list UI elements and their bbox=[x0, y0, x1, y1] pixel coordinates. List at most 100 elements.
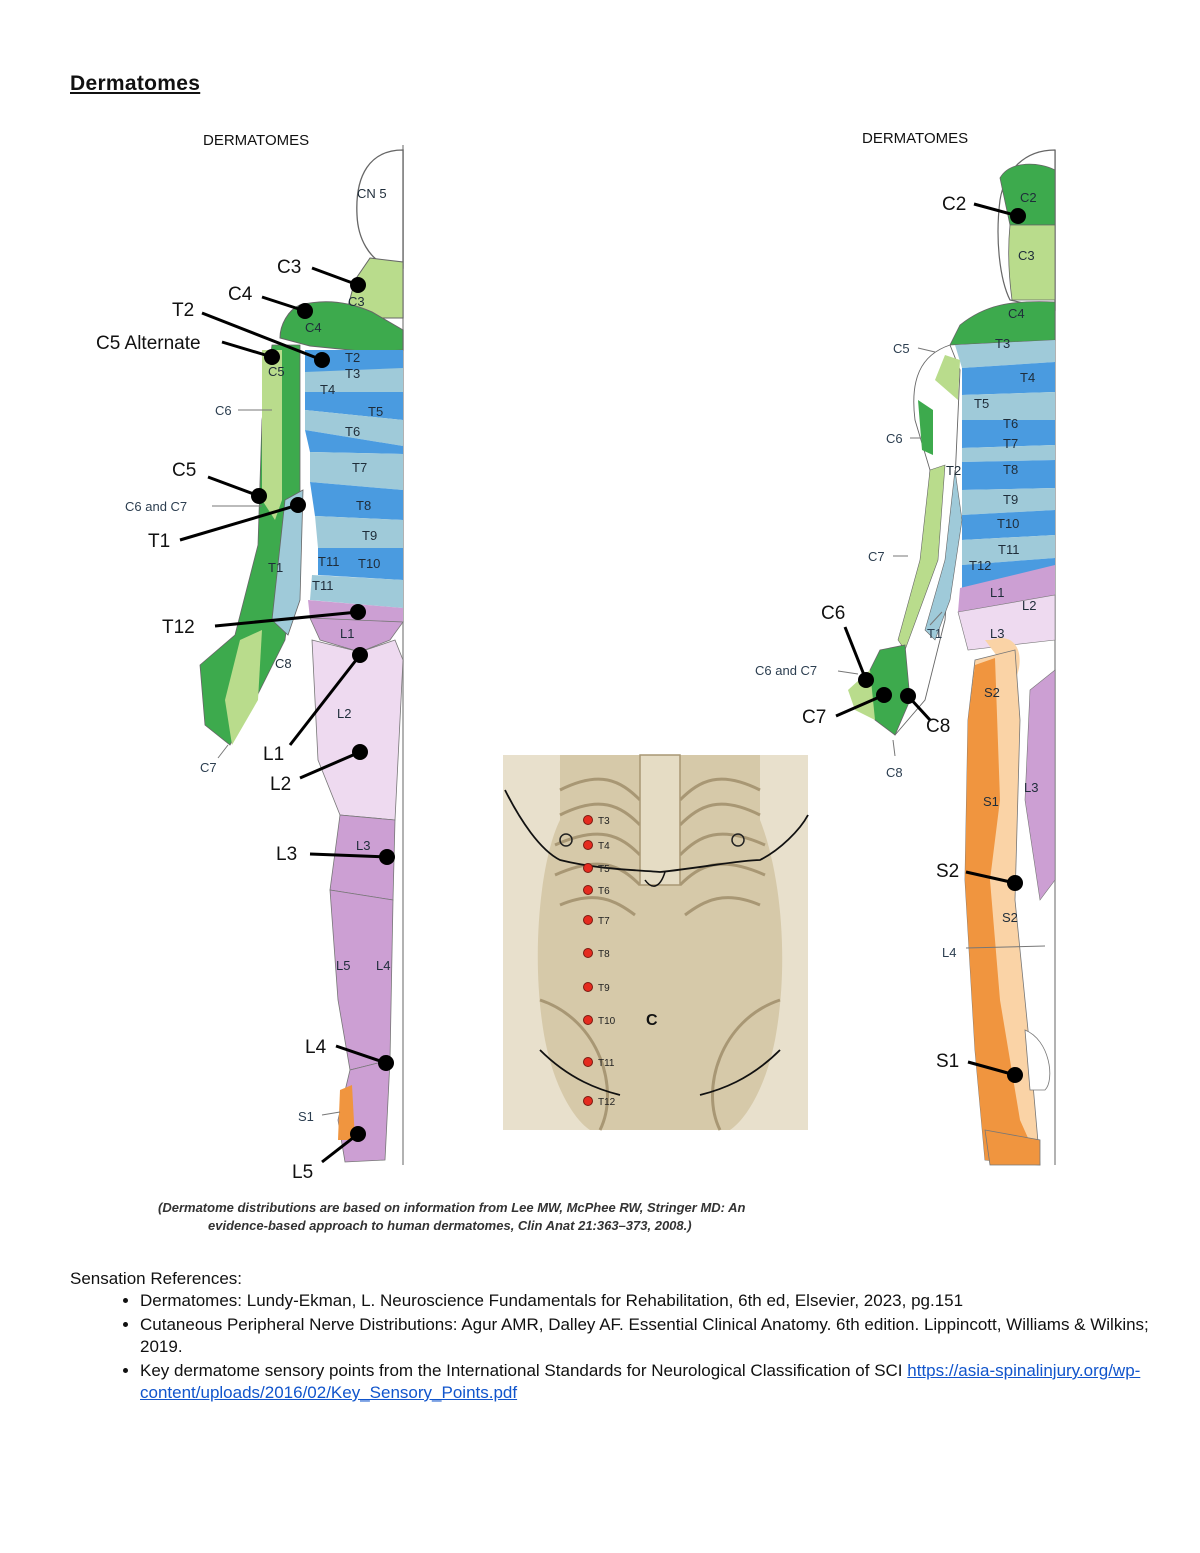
callout-c2: C2 bbox=[942, 194, 966, 215]
label-t1: T1 bbox=[268, 560, 283, 575]
key-point-dot bbox=[584, 841, 593, 850]
key-point-label: T6 bbox=[598, 886, 610, 897]
label-t3-right: T3 bbox=[995, 336, 1010, 351]
figure-trunk-key-points: C T3T4T5T6T7T8T9T10T11T12 bbox=[503, 755, 808, 1130]
label-t8: T8 bbox=[356, 498, 371, 513]
key-point-label: T9 bbox=[598, 983, 610, 994]
callout-c7: C7 bbox=[802, 707, 826, 728]
label-l1-right: L1 bbox=[990, 585, 1004, 600]
callout-l5: L5 bbox=[292, 1162, 313, 1183]
label-l4-right: L4 bbox=[942, 945, 956, 960]
label-c6-c7: C6 and C7 bbox=[125, 499, 187, 514]
reference-item: Key dermatome sensory points from the In… bbox=[140, 1360, 1150, 1404]
callout-c8: C8 bbox=[926, 716, 950, 737]
label-c6-c7-right: C6 and C7 bbox=[755, 663, 817, 678]
label-t11b: T11 bbox=[312, 578, 333, 593]
key-point-label: T5 bbox=[598, 864, 610, 875]
label-s2a-right: S2 bbox=[984, 685, 1000, 700]
label-c5: C5 bbox=[268, 364, 285, 379]
label-c2-right: C2 bbox=[1020, 190, 1037, 205]
key-point-dot bbox=[584, 1058, 593, 1067]
references-section: Sensation References: Dermatomes: Lundy-… bbox=[70, 1268, 1150, 1406]
label-t9: T9 bbox=[362, 528, 377, 543]
sternum bbox=[640, 755, 680, 885]
label-t12-right: T12 bbox=[969, 558, 991, 573]
label-t4: T4 bbox=[320, 382, 335, 397]
key-point-label: T12 bbox=[598, 1097, 616, 1108]
region-l2 bbox=[312, 640, 403, 820]
callout-l2: L2 bbox=[270, 774, 291, 795]
key-point-dot bbox=[584, 916, 593, 925]
label-t5-right: T5 bbox=[974, 396, 989, 411]
reference-text: Cutaneous Peripheral Nerve Distributions… bbox=[140, 1315, 1149, 1356]
reference-text: Key dermatome sensory points from the In… bbox=[140, 1361, 907, 1380]
callout-s2: S2 bbox=[936, 861, 959, 882]
key-point-dot bbox=[584, 864, 593, 873]
label-t9-right: T9 bbox=[1003, 492, 1018, 507]
label-t8-right: T8 bbox=[1003, 462, 1018, 477]
callout-c5-alternate: C5 Alternate bbox=[96, 333, 201, 354]
label-t6-right: T6 bbox=[1003, 416, 1018, 431]
label-s1-right: S1 bbox=[983, 794, 999, 809]
key-point-label: T4 bbox=[598, 841, 610, 852]
label-l2-right: L2 bbox=[1022, 598, 1036, 613]
label-t10-right: T10 bbox=[997, 516, 1019, 531]
key-point-dot bbox=[584, 983, 593, 992]
references-heading: Sensation References: bbox=[70, 1268, 1150, 1290]
label-t3: T3 bbox=[345, 366, 360, 381]
label-cn5: CN 5 bbox=[357, 186, 387, 201]
callout-t1: T1 bbox=[148, 531, 170, 552]
label-c8-right: C8 bbox=[886, 765, 903, 780]
key-point-label: T8 bbox=[598, 949, 610, 960]
figure-caption-line1: (Dermatome distributions are based on in… bbox=[158, 1200, 746, 1215]
label-c4-right: C4 bbox=[1008, 306, 1025, 321]
callout-c5: C5 bbox=[172, 460, 196, 481]
label-t6: T6 bbox=[345, 424, 360, 439]
label-l1: L1 bbox=[340, 626, 354, 641]
label-l5: L5 bbox=[336, 958, 350, 973]
label-t7: T7 bbox=[352, 460, 367, 475]
label-s2b-right: S2 bbox=[1002, 910, 1018, 925]
dermatome-figures: DERMATOMES CN 5 bbox=[0, 0, 1200, 1250]
label-l3b-right: L3 bbox=[1024, 780, 1038, 795]
label-t7-right: T7 bbox=[1003, 436, 1018, 451]
umbilicus-label: C bbox=[646, 1012, 658, 1029]
label-c4: C4 bbox=[305, 320, 322, 335]
callout-l1: L1 bbox=[263, 744, 284, 765]
label-c5-right: C5 bbox=[893, 341, 910, 356]
key-point-dot bbox=[584, 886, 593, 895]
label-c6: C6 bbox=[215, 403, 232, 418]
reference-text: Dermatomes: Lundy-Ekman, L. Neuroscience… bbox=[140, 1291, 963, 1310]
label-l2: L2 bbox=[337, 706, 351, 721]
label-c3: C3 bbox=[348, 294, 365, 309]
label-l4: L4 bbox=[376, 958, 390, 973]
callout-c3: C3 bbox=[277, 257, 301, 278]
key-point-label: T11 bbox=[598, 1058, 615, 1069]
callout-c4: C4 bbox=[228, 284, 253, 305]
label-t11-right: T11 bbox=[998, 542, 1019, 557]
callout-l4: L4 bbox=[305, 1037, 327, 1058]
key-point-label: T7 bbox=[598, 916, 610, 927]
label-t5: T5 bbox=[368, 404, 383, 419]
key-point-dot bbox=[584, 816, 593, 825]
head-cn5 bbox=[357, 150, 403, 268]
label-l3: L3 bbox=[356, 838, 370, 853]
label-c7: C7 bbox=[200, 760, 217, 775]
label-t1-right: T1 bbox=[927, 626, 942, 641]
region-t9 bbox=[315, 516, 403, 548]
label-c7-right: C7 bbox=[868, 549, 885, 564]
label-t2-right: T2 bbox=[946, 463, 961, 478]
callout-t2: T2 bbox=[172, 300, 194, 321]
label-t10: T10 bbox=[358, 556, 380, 571]
region-l4-l5 bbox=[330, 890, 393, 1070]
references-list: Dermatomes: Lundy-Ekman, L. Neuroscience… bbox=[70, 1290, 1150, 1404]
label-l3a-right: L3 bbox=[990, 626, 1004, 641]
label-c6-right: C6 bbox=[886, 431, 903, 446]
key-point-dot bbox=[584, 1016, 593, 1025]
label-t4-right: T4 bbox=[1020, 370, 1035, 385]
figure-caption-line2: evidence-based approach to human dermato… bbox=[208, 1218, 692, 1233]
label-s1: S1 bbox=[298, 1109, 314, 1124]
callout-t12: T12 bbox=[162, 617, 195, 638]
label-t11a: T11 bbox=[318, 554, 339, 569]
figure-heading: DERMATOMES bbox=[203, 132, 309, 149]
